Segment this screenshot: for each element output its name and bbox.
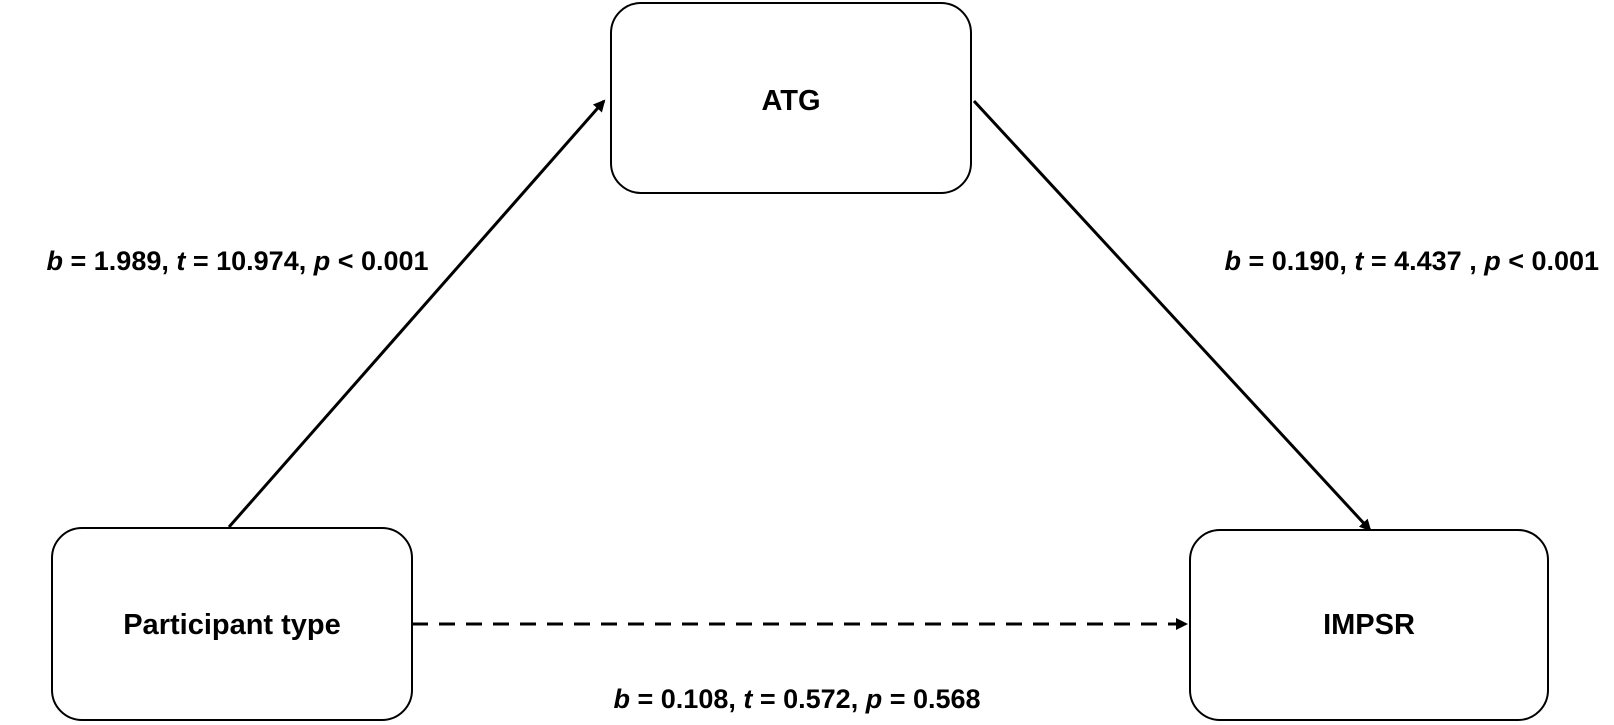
node-predictor: Participant type — [51, 527, 413, 721]
node-predictor-label: Participant type — [123, 609, 341, 641]
arrow-predictor-to-mediator — [227, 99, 606, 528]
path-b-b-symbol: b — [1225, 246, 1242, 276]
path-b-b-value: = 0.190, — [1241, 246, 1354, 276]
arrow-mediator-to-outcome — [972, 99, 1372, 532]
path-c-b-symbol: b — [614, 684, 631, 714]
path-a-b-value: = 1.989, — [63, 246, 176, 276]
path-a-label: b = 1.989, t = 10.974, p < 0.001 — [9, 246, 451, 276]
path-c-t-symbol: t — [743, 684, 753, 714]
path-a-t-value: = 10.974, — [185, 246, 313, 276]
path-a-p-symbol: p — [313, 246, 331, 276]
node-mediator-label: ATG — [761, 85, 820, 117]
path-b-t-symbol: t — [1354, 246, 1364, 276]
node-predictor-box — [51, 527, 413, 721]
path-b-p-value: < 0.001 — [1501, 246, 1599, 276]
path-a-t-symbol: t — [176, 246, 186, 276]
path-c-t-value: = 0.572, — [752, 684, 865, 714]
path-b-p-symbol: p — [1483, 246, 1501, 276]
node-outcome: IMPSR — [1189, 529, 1549, 721]
path-c-label: b = 0.108, t = 0.572, p = 0.568 — [576, 684, 1003, 714]
path-a-b-symbol: b — [47, 246, 64, 276]
path-b-label: b = 0.190, t = 4.437 , p < 0.001 — [1187, 246, 1614, 276]
path-a-p-value: < 0.001 — [330, 246, 428, 276]
node-mediator: ATG — [610, 2, 972, 194]
node-outcome-label: IMPSR — [1323, 609, 1415, 641]
node-mediator-box — [610, 2, 972, 194]
path-c-b-value: = 0.108, — [630, 684, 743, 714]
node-outcome-box — [1189, 529, 1549, 721]
path-c-p-symbol: p — [865, 684, 883, 714]
path-b-t-value: = 4.437 , — [1363, 246, 1484, 276]
path-c-p-value: = 0.568 — [882, 684, 980, 714]
